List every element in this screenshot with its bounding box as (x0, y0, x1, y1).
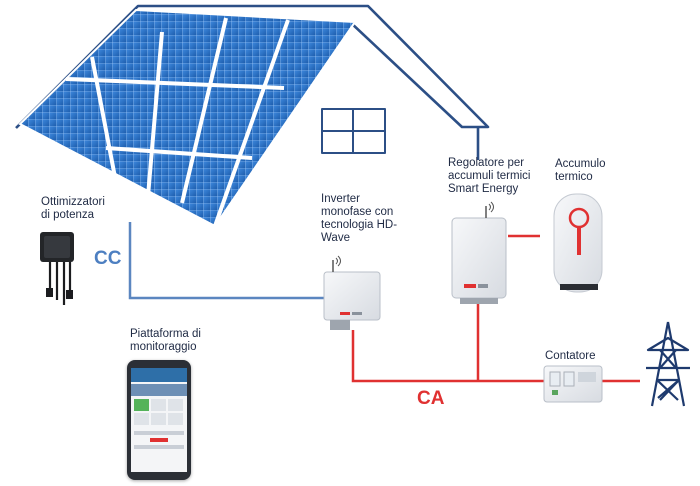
panel-gap-col-3 (180, 17, 228, 204)
app-banner (131, 384, 187, 396)
dc-label: CC (94, 248, 122, 269)
dc-line (128, 222, 332, 300)
monitoring-label: Piattaforma di monitoraggio (130, 328, 201, 353)
panel-gap-row-1 (65, 77, 285, 90)
panel-gap-col-2 (146, 31, 164, 197)
solar-array (18, 8, 357, 228)
solar-panel-icon (18, 8, 357, 228)
regulator-label: Regolatore per accumuli termici Smart En… (448, 157, 531, 195)
app-tile (151, 399, 166, 411)
inverter-label: Inverter monofase con tecnologia HD- Wav… (321, 193, 398, 244)
storage-label: Accumulo termico (555, 158, 606, 183)
water-tank-icon (553, 193, 603, 293)
wifi-antenna-icon (335, 255, 341, 267)
app-tile (134, 413, 149, 425)
smartphone-icon (127, 360, 191, 480)
app-screen (131, 368, 187, 472)
app-header (131, 368, 187, 382)
app-row (134, 445, 184, 449)
power-tower-icon (646, 321, 690, 407)
app-row (150, 438, 168, 442)
app-tile (168, 399, 183, 411)
panel-gap-row-2 (105, 146, 253, 160)
app-tile (151, 413, 166, 425)
panel-gap-col-1 (90, 56, 120, 194)
app-row (134, 431, 184, 435)
meter-icon (543, 365, 603, 403)
roof-edge (15, 4, 490, 129)
inverter-icon (323, 255, 381, 330)
window-frame (321, 108, 386, 154)
meter-label: Contatore (545, 350, 596, 362)
house-outline (15, 4, 490, 160)
app-tile (168, 413, 183, 425)
optimizer-icon (40, 232, 74, 305)
regulator-icon (451, 201, 507, 304)
app-tile (134, 399, 149, 411)
app-tiles (131, 396, 187, 428)
optimizers-label: Ottimizzatori di potenza (41, 196, 105, 221)
ac-label: CA (417, 388, 445, 409)
ac-line (351, 234, 640, 383)
panel-gap-col-4 (213, 19, 290, 227)
